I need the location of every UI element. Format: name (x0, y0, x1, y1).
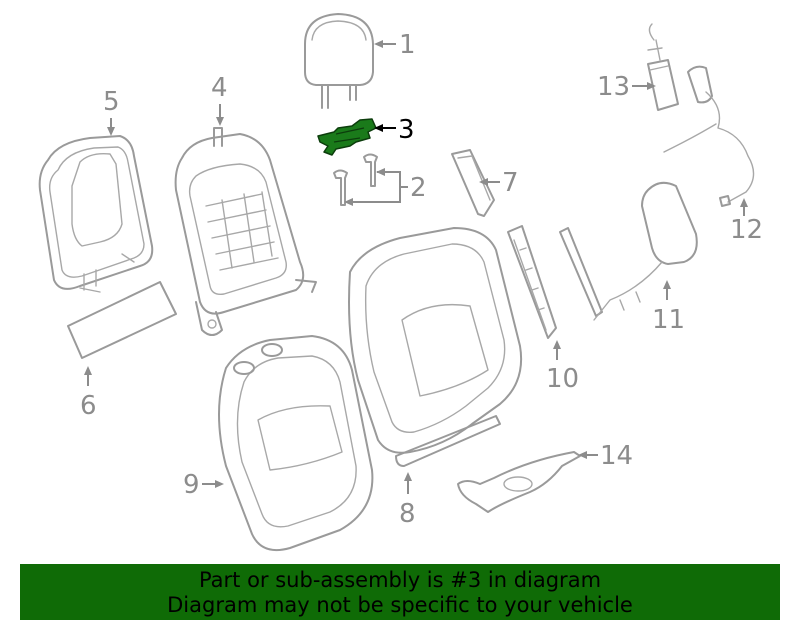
parts-diagram: 1 2 3 4 5 6 7 8 (38, 13, 763, 552)
part-5-back-panel (38, 135, 154, 293)
callout-3-label: 3 (398, 115, 415, 145)
banner-line-1: Part or sub-assembly is #3 in diagram (198, 568, 602, 592)
part-13-module (647, 23, 679, 111)
callout-6: 6 (80, 366, 97, 421)
callout-13-label: 13 (597, 72, 630, 102)
callout-8: 8 (399, 472, 416, 529)
part-1-headrest (304, 13, 374, 109)
part-7-trim-strip (451, 149, 495, 217)
callout-14-label: 14 (600, 441, 633, 471)
callout-9-label: 9 (183, 470, 200, 500)
part-11-side-airbag (559, 181, 698, 321)
callout-12-label: 12 (730, 215, 763, 245)
callout-3: 3 (374, 115, 415, 145)
part-3-bracket-highlighted (317, 118, 377, 156)
part-8-seat-cover (348, 227, 523, 467)
callout-5-label: 5 (103, 87, 120, 117)
part-10-side-bracket (507, 225, 557, 339)
info-banner: Part or sub-assembly is #3 in diagram Di… (20, 564, 780, 620)
callout-5: 5 (103, 87, 120, 136)
banner-line-2: Diagram may not be specific to your vehi… (167, 593, 633, 617)
callout-11-label: 11 (652, 305, 685, 335)
part-4-seat-frame (174, 127, 317, 336)
callout-12: 12 (730, 198, 763, 245)
callout-11: 11 (652, 280, 685, 335)
callout-9: 9 (183, 470, 224, 500)
part-14-lower-trim (457, 451, 581, 513)
callout-1: 1 (374, 30, 416, 60)
part-2-guides (333, 153, 378, 206)
callout-4: 4 (211, 73, 228, 126)
callout-14: 14 (578, 441, 633, 471)
callout-2: 2 (344, 168, 427, 206)
callout-10-label: 10 (546, 364, 579, 394)
callout-1-label: 1 (399, 30, 416, 60)
part-6-pad (67, 281, 177, 359)
part-12-wire-harness (663, 65, 755, 207)
callout-7: 7 (479, 168, 519, 198)
callout-10: 10 (546, 340, 579, 394)
callout-7-label: 7 (502, 168, 519, 198)
callout-4-label: 4 (211, 73, 228, 103)
part-9-cushion (218, 335, 374, 552)
callout-6-label: 6 (80, 391, 97, 421)
callout-2-label: 2 (410, 173, 427, 203)
callout-8-label: 8 (399, 499, 416, 529)
callout-13: 13 (597, 72, 656, 102)
